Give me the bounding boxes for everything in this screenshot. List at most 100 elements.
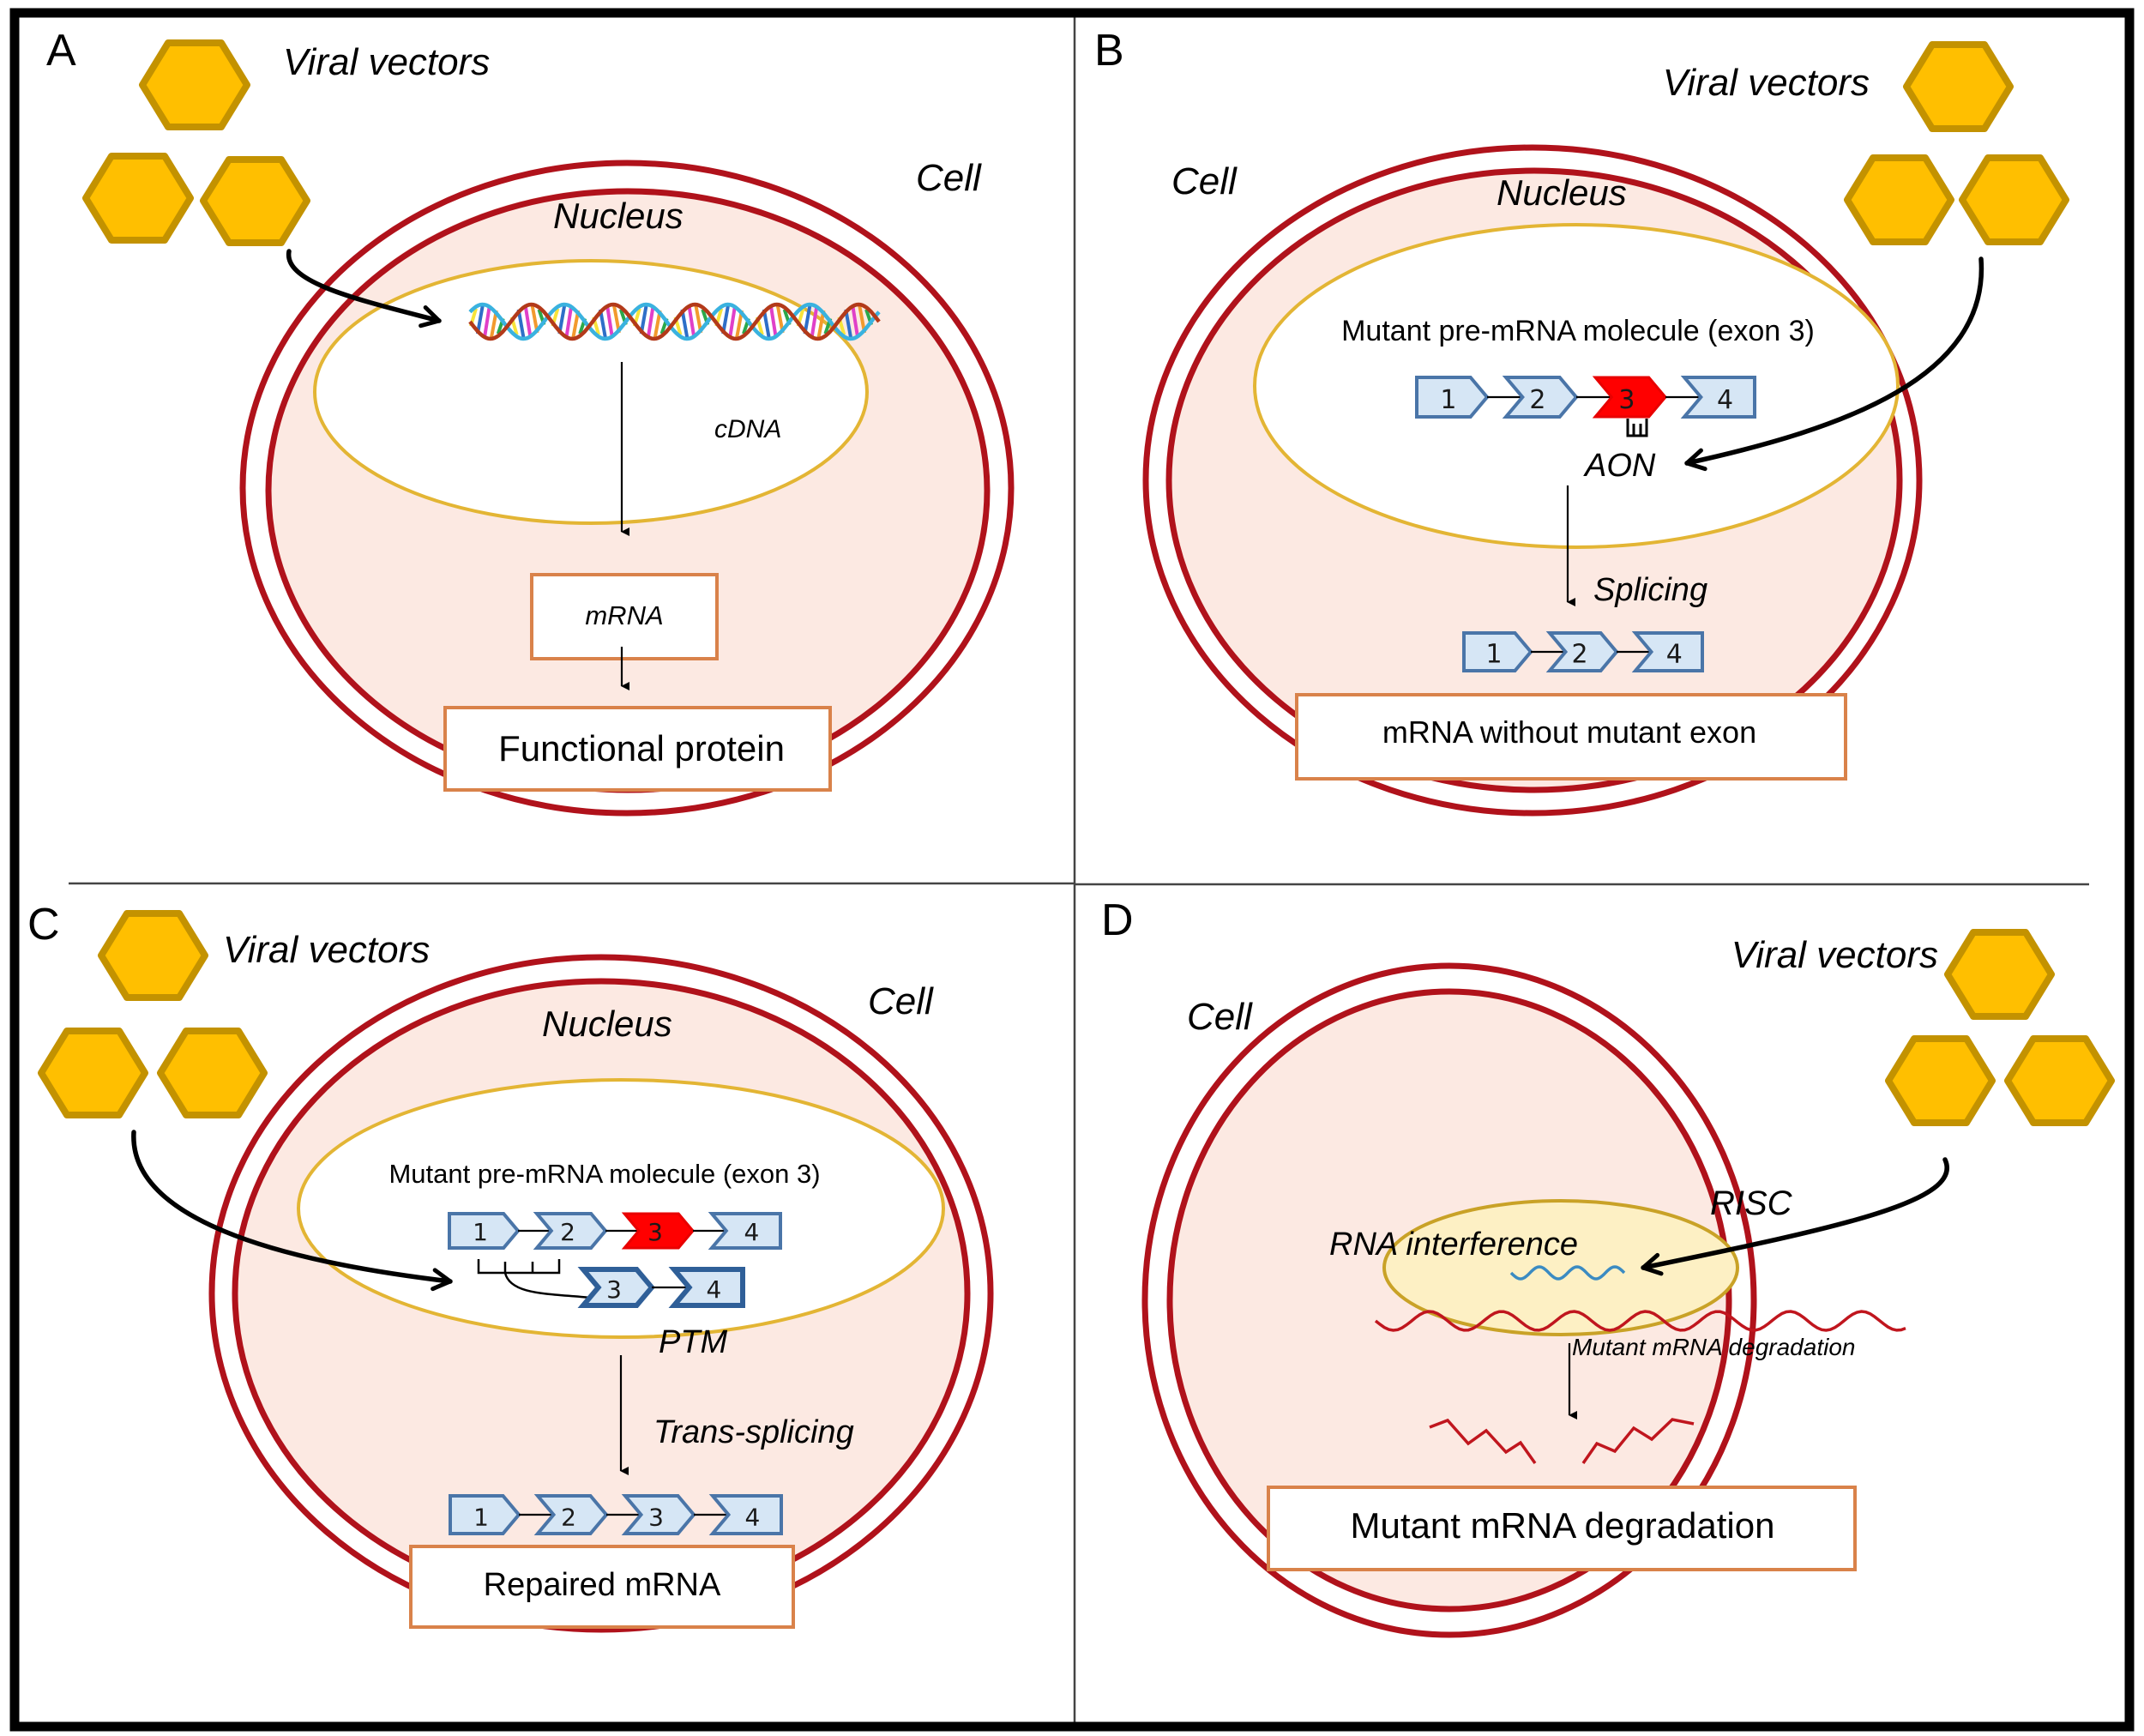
- base-pair: [475, 304, 485, 335]
- cell-membrane-outer: [208, 954, 994, 1633]
- mutant-exon: [1592, 376, 1667, 419]
- mrna-box: [530, 573, 719, 660]
- virus-hexagon-icon: [1944, 929, 2055, 1020]
- panel-label: C: [27, 900, 60, 949]
- base-pair: [482, 304, 491, 339]
- exon: [448, 1212, 521, 1250]
- nucleus-label: Nucleus: [542, 1004, 672, 1044]
- virus-hexagon-icon: [139, 39, 250, 130]
- delivery-arrow: [1641, 1157, 1949, 1276]
- base-pair: [557, 304, 567, 335]
- virus-hexagon-icon: [82, 153, 194, 244]
- cell-label: Cell: [1171, 160, 1238, 202]
- figure-border: [9, 8, 2135, 1732]
- panel-b: B Viral vectors Cell Nucleus Mutant pre-…: [1094, 26, 2069, 817]
- exon-number: 2: [1572, 639, 1588, 669]
- exon: [1680, 376, 1756, 419]
- nucleus: [1382, 1199, 1739, 1336]
- virus-hexagon-icon: [1885, 1035, 1996, 1126]
- base-pair: [523, 304, 533, 339]
- cell-membrane-inner: [1166, 988, 1732, 1612]
- virus-hexagon-icon: [38, 1028, 148, 1118]
- cell-label: Cell: [916, 157, 982, 199]
- exon-number: 3: [1618, 385, 1635, 415]
- exon-number: 4: [744, 1218, 759, 1246]
- result-label: Functional protein: [498, 728, 785, 769]
- exon: [533, 1212, 608, 1250]
- virus-hexagon-icon: [98, 910, 208, 1001]
- base-pair: [728, 304, 738, 339]
- base-pair: [605, 304, 614, 339]
- viral-vectors-icon: [1844, 41, 2069, 245]
- delivery-arrow: [1684, 256, 1984, 472]
- exon-number: 2: [1529, 385, 1545, 415]
- exon-number: 4: [1717, 385, 1733, 415]
- panel-d: D Viral vectors Cell RISC RNA interferen…: [1101, 895, 2115, 1638]
- base-pair: [803, 304, 812, 335]
- exon-number: 1: [473, 1218, 488, 1246]
- exon-number: 1: [1486, 639, 1503, 669]
- delivery-arrow: [131, 1130, 453, 1292]
- base-pair: [516, 309, 526, 340]
- process-label: Splicing: [1593, 572, 1707, 608]
- exon-number: 3: [648, 1503, 664, 1531]
- viral-vectors-icon: [38, 910, 268, 1118]
- exon-number: 4: [706, 1275, 721, 1304]
- mutant-mrna-strand-icon: [1374, 1310, 1906, 1332]
- base-pair: [646, 304, 655, 339]
- result-box: [409, 1545, 795, 1629]
- result-label: mRNA without mutant exon: [1382, 714, 1756, 750]
- nucleus-label: Nucleus: [1497, 172, 1627, 213]
- molecule-label: Mutant pre-mRNA molecule (exon 3): [388, 1159, 820, 1189]
- panel-label: B: [1094, 26, 1124, 75]
- exon-number: 2: [560, 1218, 575, 1246]
- mrna-label: mRNA: [585, 600, 663, 630]
- exon-number: 3: [606, 1275, 622, 1304]
- virus-hexagon-icon: [1959, 154, 2069, 245]
- exon-number: 1: [473, 1503, 489, 1531]
- cell-label: Cell: [1187, 996, 1253, 1038]
- viral-vectors-label: Viral vectors: [1663, 62, 1870, 104]
- base-pair: [844, 309, 853, 340]
- exon: [1631, 631, 1704, 672]
- dna-helix-icon: [468, 302, 881, 341]
- virus-hexagon-icon: [1844, 154, 1954, 245]
- result-box: [1267, 1486, 1857, 1571]
- panel-label: A: [46, 26, 76, 75]
- base-pair: [810, 304, 819, 339]
- cdna-label: cDNA: [714, 415, 781, 443]
- base-pair: [851, 304, 860, 339]
- risc-label: RISC: [1710, 1184, 1793, 1222]
- exon: [708, 1494, 783, 1535]
- ptm-label: PTM: [659, 1324, 728, 1360]
- exon: [621, 1494, 696, 1535]
- ptm-binding-domain-icon: [477, 1259, 591, 1299]
- exon: [577, 1267, 655, 1308]
- dna-strand: [468, 302, 881, 341]
- virus-hexagon-icon: [200, 156, 310, 246]
- nucleus: [297, 1078, 945, 1339]
- base-pair: [680, 309, 690, 340]
- base-pair: [687, 304, 696, 339]
- base-pair: [564, 304, 574, 339]
- exon: [1502, 376, 1579, 419]
- result-label: Repaired mRNA: [484, 1567, 721, 1603]
- aon-oligo-icon: [1626, 419, 1648, 437]
- exon: [1415, 376, 1490, 419]
- virus-hexagon-icon: [1903, 41, 2014, 132]
- base-pair: [599, 309, 607, 340]
- process-label: Trans-splicing: [653, 1414, 854, 1450]
- exon: [1462, 631, 1533, 672]
- viral-vectors-icon: [82, 39, 310, 246]
- exon: [1545, 631, 1619, 672]
- exon-number: 4: [744, 1503, 760, 1531]
- result-label: Mutant mRNA degradation: [1351, 1505, 1775, 1546]
- panel-a: A Viral vectors Cell Nucleus cDNA mRNA F…: [46, 26, 1015, 817]
- viral-vectors-label: Viral vectors: [223, 929, 430, 971]
- cell-label: Cell: [868, 980, 934, 1022]
